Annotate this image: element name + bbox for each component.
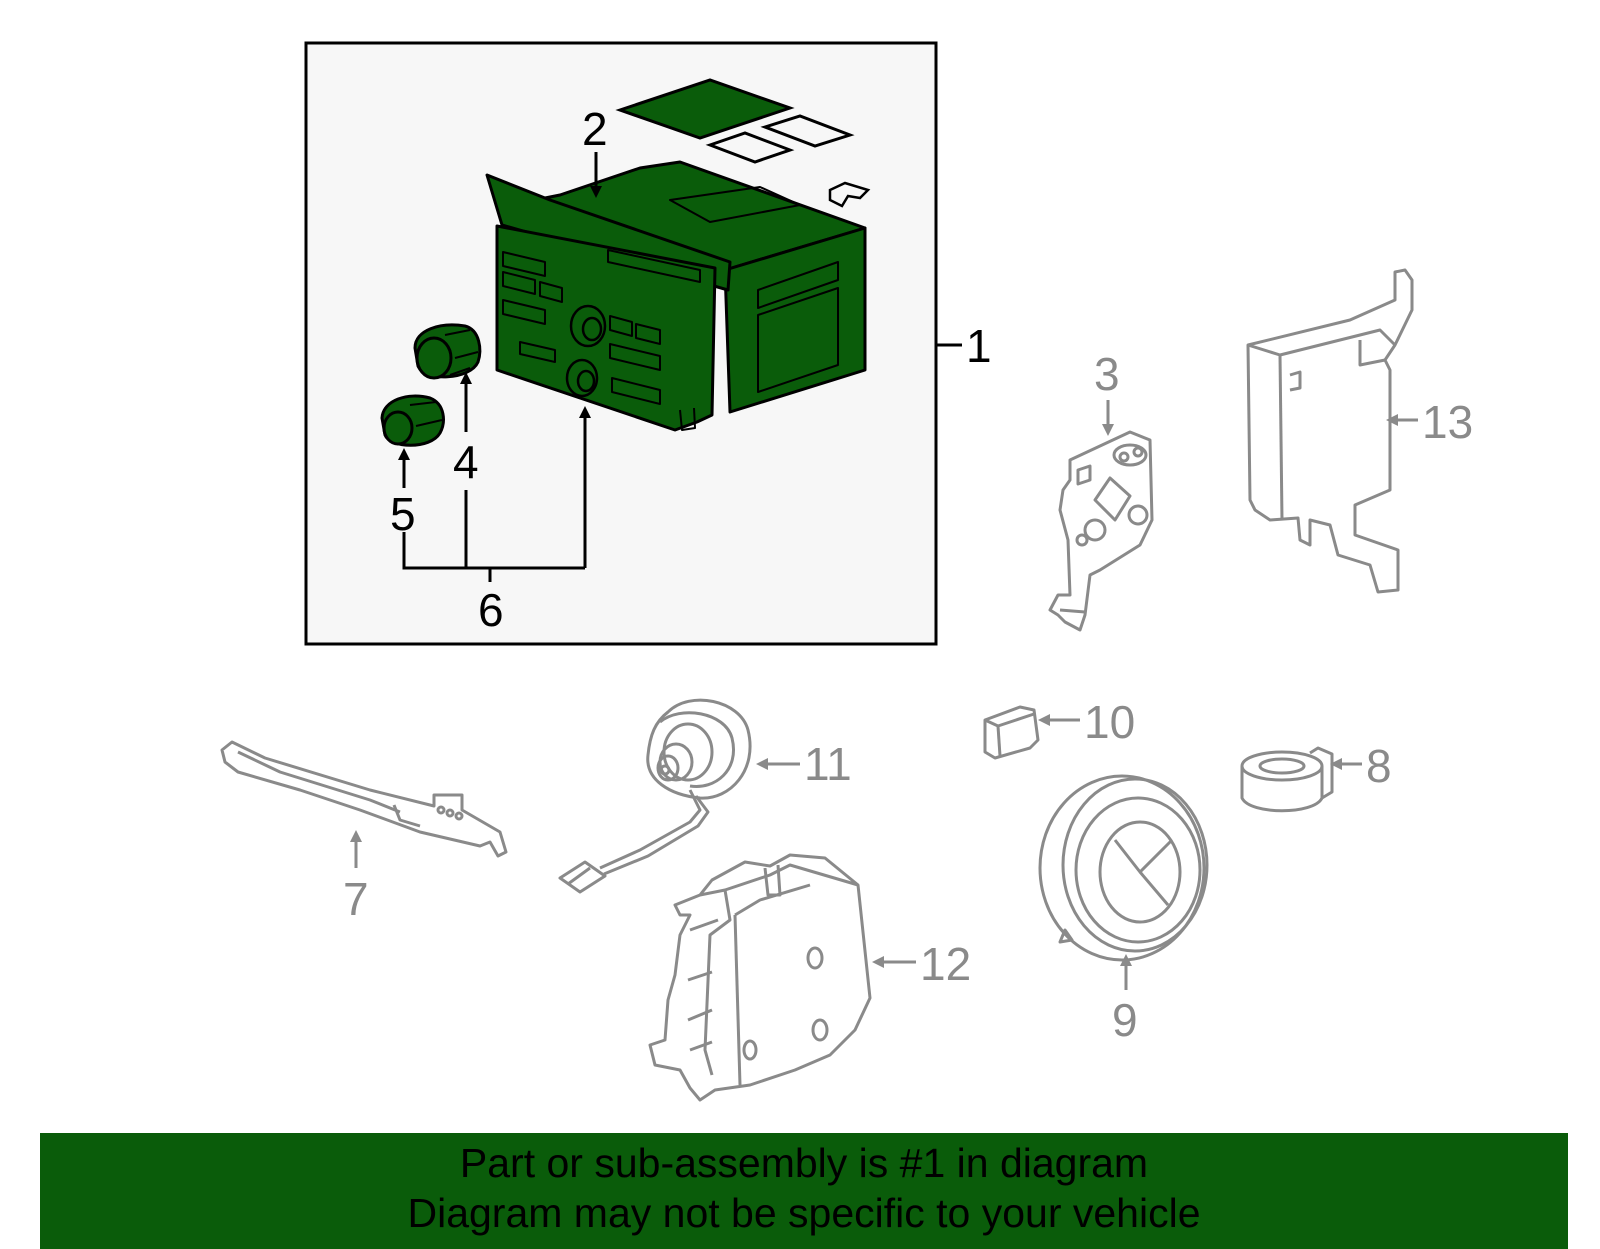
callout-6: 6 xyxy=(478,584,504,636)
module-part-13 xyxy=(1246,268,1414,594)
pad-part-10 xyxy=(983,705,1040,760)
callout-8: 8 xyxy=(1366,740,1392,792)
notice-banner: Part or sub-assembly is #1 in diagram Di… xyxy=(40,1133,1568,1249)
callout-10: 10 xyxy=(1084,696,1135,748)
inset-leaders xyxy=(398,152,962,582)
callout-4: 4 xyxy=(453,436,479,488)
callout-11: 11 xyxy=(804,738,852,790)
bracket-part-7 xyxy=(220,740,508,858)
callout-2: 2 xyxy=(582,103,608,155)
knob-part-5 xyxy=(380,394,445,447)
callout-5: 5 xyxy=(390,488,416,540)
motor-part-11 xyxy=(558,698,752,894)
bracket-part-3 xyxy=(1048,430,1154,632)
callout-3: 3 xyxy=(1094,348,1120,400)
banner-line-1: Part or sub-assembly is #1 in diagram xyxy=(459,1140,1149,1186)
banner-line-2: Diagram may not be specific to your vehi… xyxy=(407,1190,1201,1236)
ring-part-8 xyxy=(1240,746,1334,813)
callout-12: 12 xyxy=(920,938,971,990)
knob-part-4 xyxy=(413,323,482,380)
module-part-12 xyxy=(648,853,872,1102)
top-plate-parts xyxy=(615,78,871,208)
callout-7: 7 xyxy=(343,873,369,925)
callout-13: 13 xyxy=(1422,396,1473,448)
outer-leaders xyxy=(350,400,1418,990)
callout-1: 1 xyxy=(966,320,992,372)
callout-9: 9 xyxy=(1112,994,1138,1046)
speaker-part-9 xyxy=(1038,774,1209,962)
